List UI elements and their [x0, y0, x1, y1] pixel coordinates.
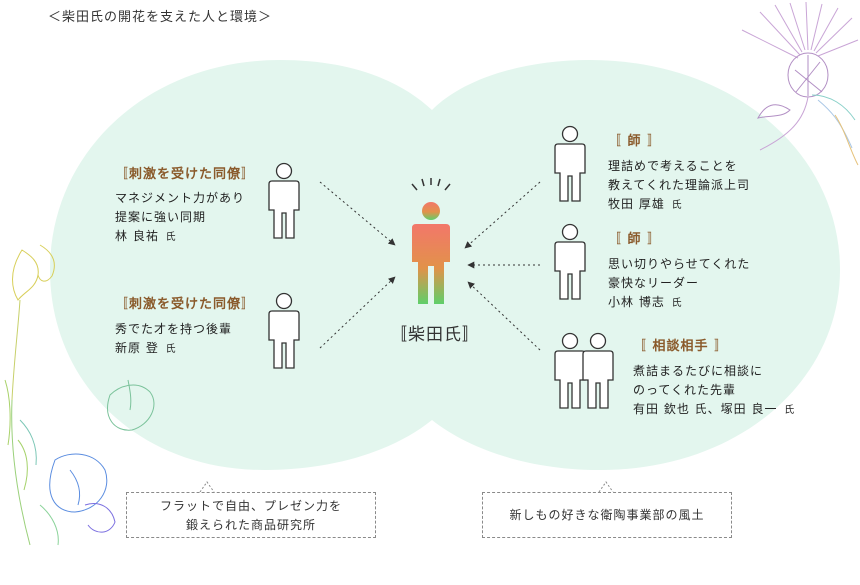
relation-heading: 〚 相談相手 〛	[633, 339, 729, 354]
page-title: ＜柴田氏の開花を支えた人と環境＞	[48, 10, 273, 25]
center-person-label: 〚柴田氏〛	[390, 325, 480, 345]
person-icon	[268, 162, 300, 239]
environment-callout-right: 新しもの好きな衛陶事業部の風土	[482, 492, 732, 538]
connection-arrows	[319, 181, 541, 351]
flower-decoration	[4, 244, 155, 546]
person-icon	[554, 125, 586, 202]
relation-description: 理詰めで考えることを 教えてくれた理論派上司 牧田 厚雄 氏	[608, 159, 751, 211]
relation-description: 秀でた才を持つ後輩 新原 登 氏	[115, 322, 233, 355]
callout-pointer	[199, 481, 215, 493]
relation-heading: 〚 師 〛	[608, 232, 662, 247]
relation-description: 煮詰まるたびに相談に のってくれた先輩 有田 欽也 氏、塚田 良一 氏	[633, 364, 796, 416]
thistle-decoration	[741, 1, 859, 166]
relation-description: 思い切りやらせてくれた 豪快なリーダー 小林 博志 氏	[608, 257, 751, 309]
relation-heading: 〚刺激を受けた同僚〛	[115, 167, 256, 182]
relation-heading: 〚刺激を受けた同僚〛	[115, 297, 256, 312]
central-person-icon	[411, 178, 451, 304]
relation-description: マネジメント力があり 提案に強い同期 林 良祐 氏	[115, 191, 246, 243]
environment-callout-left: フラットで自由、プレゼン力を 鍛えられた商品研究所	[126, 492, 376, 538]
person-name: 小林 博志	[608, 295, 665, 309]
callout-pointer	[598, 481, 614, 493]
person-icon	[582, 332, 614, 409]
background-blob	[50, 60, 840, 470]
person-icon	[268, 292, 300, 369]
person-name: 新原 登	[115, 341, 159, 355]
person-name: 有田 欽也 氏、塚田 良一	[633, 402, 778, 416]
person-name: 牧田 厚雄	[608, 197, 665, 211]
person-name: 林 良祐	[115, 229, 159, 243]
person-icon	[554, 223, 586, 300]
relation-heading: 〚 師 〛	[608, 134, 662, 149]
